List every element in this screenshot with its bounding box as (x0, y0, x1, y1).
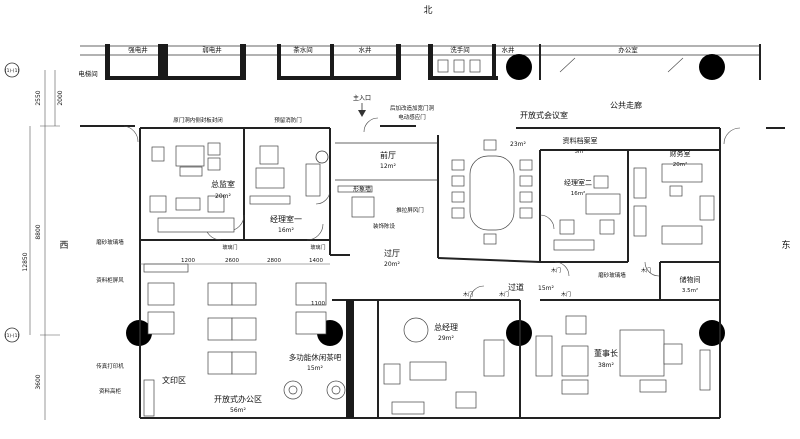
tea-room-label: 茶水间 (293, 45, 313, 54)
note-wood-door-5: 木门 (561, 291, 571, 298)
lounge-tables (283, 380, 346, 400)
note-fire-door: 预留消防门 (274, 116, 302, 124)
note-fax-printer: 传真打印机 (96, 362, 124, 370)
note-glass-door-1: 玻璃门 (222, 244, 237, 251)
chairman-label: 董事长 (594, 348, 618, 358)
manager2-furniture (553, 175, 621, 251)
open-office-label: 开放式办公区 (214, 394, 262, 404)
dimension-lines (29, 70, 330, 420)
storage-area: 3.5m² (682, 287, 698, 294)
washroom-label: 洗手间 (450, 45, 470, 54)
manager2-area: 16m² (571, 190, 586, 197)
top-service-rooms (80, 44, 761, 80)
axis-left-bottom: (1)-(1) (5, 333, 20, 339)
lobby-area: 12m² (380, 163, 396, 170)
note-file-cabinet-screen: 资料柜屏风 (96, 276, 124, 284)
dim-1100: 1100 (311, 301, 325, 307)
open-office-area: 56m² (230, 407, 246, 414)
water-shaft-1-label: 水井 (359, 45, 373, 54)
chairman-furniture (535, 315, 711, 395)
print-area-label: 文印区 (162, 375, 186, 385)
note-glass-door-2: 玻璃门 (310, 244, 325, 251)
note-widened-doorway: 后加改造加宽门洞 (390, 104, 435, 112)
meeting-area: 23m² (510, 141, 526, 148)
manager2-label: 经理室二 (564, 178, 592, 187)
water-shaft-2-label: 水井 (502, 45, 516, 54)
lobby-label: 前厅 (380, 150, 396, 160)
axis-left-top: (1)-(1) (5, 68, 20, 74)
dim-3600: 3600 (35, 374, 42, 389)
finance-label: 财务室 (670, 149, 691, 158)
lounge-label: 多功能休闲茶吧 (289, 352, 342, 362)
chairman-area: 38m² (598, 362, 614, 369)
supervisor-area: 20m² (215, 193, 231, 200)
dim-2550: 2550 (35, 90, 42, 105)
archive-area: 5m² (574, 148, 585, 155)
dim-12850: 12850 (22, 252, 29, 271)
gm-furniture (383, 317, 505, 415)
reception-label: 形象墙 (353, 185, 371, 193)
meeting-label: 开放式会议室 (520, 110, 568, 120)
weak-shaft-label: 弱电井 (202, 45, 222, 54)
manager1-area: 16m² (278, 227, 294, 234)
west-label: 西 (59, 240, 68, 251)
dim-2600: 2600 (225, 258, 239, 264)
supervisor-furniture (149, 142, 235, 233)
open-office-desks (143, 263, 327, 417)
passage-area: 15m² (538, 285, 554, 292)
supervisor-label: 总监室 (211, 179, 235, 189)
finance-area: 20m² (673, 161, 688, 168)
gm-label: 总经理 (434, 322, 458, 332)
note-wood-door-1: 木门 (551, 267, 561, 274)
note-sealed-doorway: 原门洞内侧封板封闭 (173, 116, 223, 124)
note-frosted-glass-wall-2: 磨砂玻璃墙 (598, 271, 626, 279)
note-sensor-door: 电动感应门 (398, 113, 426, 121)
corridor-label: 公共走廊 (610, 100, 642, 110)
note-wood-door-2: 木门 (641, 267, 651, 274)
note-wood-door-4: 木门 (499, 291, 509, 298)
dim-1400: 1400 (309, 258, 323, 264)
compass-north: 北 (423, 5, 432, 16)
finance-furniture (633, 163, 715, 245)
entrance-arrow-icon (358, 103, 366, 117)
strong-shaft-label: 强电井 (128, 45, 148, 54)
dim-1200: 1200 (181, 258, 195, 264)
lounge-area: 15m² (307, 365, 323, 372)
east-label: 东 (781, 239, 790, 251)
hall-label: 过厅 (384, 248, 400, 258)
note-frosted-glass-wall-1: 磨砂玻璃墙 (96, 238, 124, 246)
note-sliding-screen-door: 推拉屏风门 (396, 206, 424, 214)
note-high-cabinet: 资料高柜 (99, 387, 122, 395)
passage-label: 过道 (508, 282, 524, 292)
storage-label: 储物间 (680, 275, 701, 284)
hall-area: 20m² (384, 261, 400, 268)
note-decor: 装饰陈设 (373, 222, 396, 230)
dim-2000: 2000 (57, 90, 64, 105)
structural-columns (126, 54, 725, 346)
lobby-furniture (337, 185, 375, 218)
gm-area: 29m² (438, 335, 454, 342)
office-label: 办公室 (618, 45, 638, 54)
meeting-furniture (451, 139, 533, 245)
manager1-furniture (249, 145, 329, 205)
elevator-label: 电梯间 (78, 69, 98, 78)
note-main-entrance: 主入口 (353, 94, 371, 102)
archive-label: 资料档案室 (563, 136, 598, 145)
dim-2800: 2800 (267, 258, 281, 264)
manager1-label: 经理室一 (270, 214, 302, 224)
dim-8800: 8800 (35, 224, 42, 239)
note-wood-door-3: 木门 (463, 291, 473, 298)
